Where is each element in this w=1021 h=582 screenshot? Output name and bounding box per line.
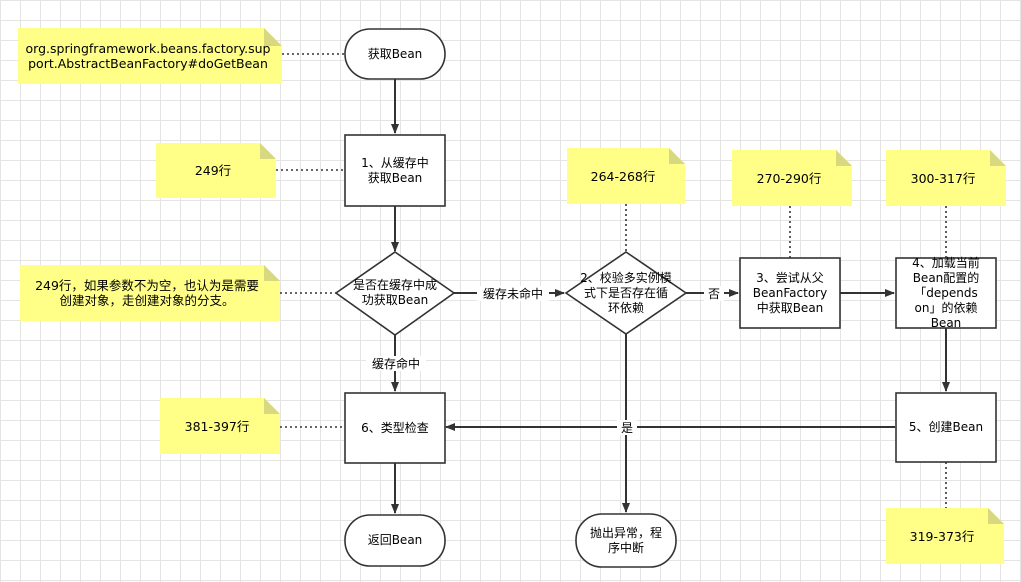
node-error-shape [575, 513, 677, 568]
node-step4-shape [895, 257, 997, 329]
note-method-shape [18, 28, 282, 84]
node-step3-shape [739, 257, 841, 329]
note-line319-shape [886, 508, 1004, 564]
node-check-cache-shape [334, 251, 456, 336]
note-line249-desc-shape [20, 265, 280, 321]
note-line300-shape [886, 150, 1006, 206]
note-line270-shape [732, 150, 852, 206]
node-start-shape [344, 28, 446, 80]
node-step5-shape [895, 392, 997, 463]
note-line381-shape [160, 398, 280, 454]
node-step1-shape [344, 134, 446, 207]
node-step6-shape [344, 392, 446, 464]
note-line264-shape [567, 148, 685, 204]
note-line249-shape [156, 143, 276, 198]
node-step2-shape [564, 251, 688, 335]
node-end-shape [344, 514, 446, 567]
